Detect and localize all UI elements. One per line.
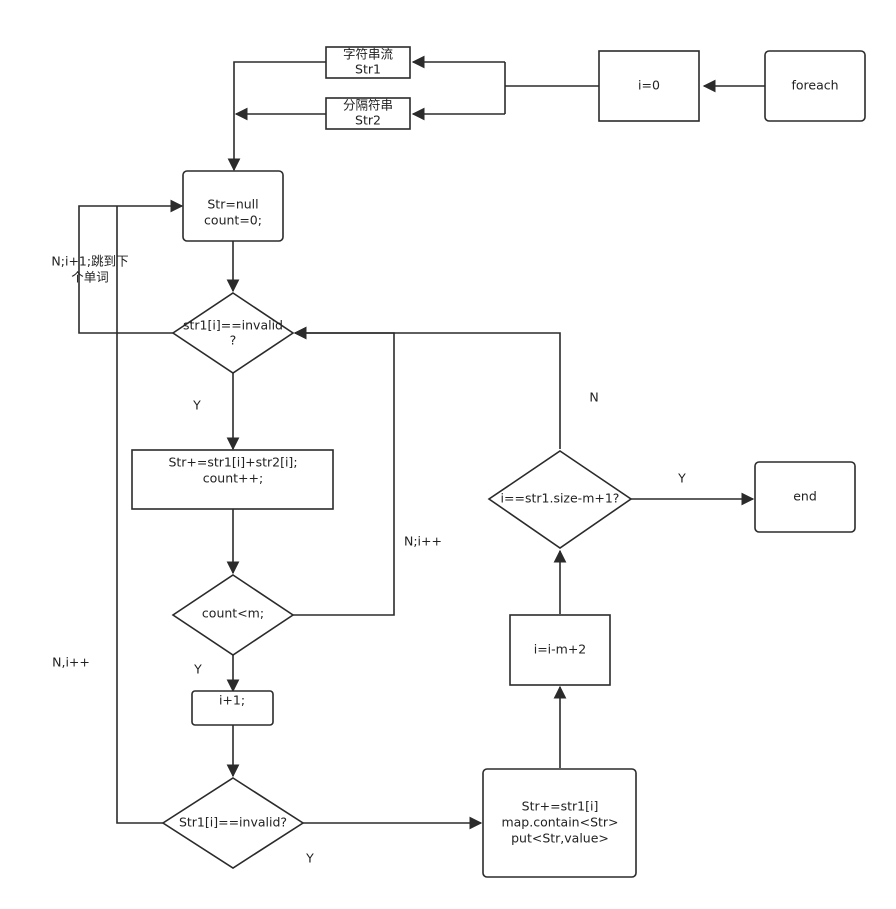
label-y-invalid: Y	[192, 398, 201, 413]
node-sep-str2-shape	[325, 97, 411, 130]
edge-str1-to-init	[227, 61, 326, 172]
label-y-end: Y	[677, 471, 686, 486]
node-stream-str1-shape	[325, 46, 411, 79]
node-inc-i-label: i+1;	[219, 693, 245, 708]
node-check-invalid2: Str1[i]==invalid?	[161, 777, 305, 869]
edges	[78, 55, 765, 830]
node-sep-str2-line2: Str2	[355, 113, 381, 128]
node-init: Str=null count=0;	[182, 170, 284, 242]
label-skip-word-line1: N;i+1;跳到下	[51, 254, 128, 269]
node-count-lt-m-label: count<m;	[202, 606, 264, 621]
edge-skip-word	[78, 199, 184, 334]
node-append-shape	[131, 449, 334, 510]
node-foreach: foreach	[764, 50, 866, 122]
node-stream-str1-line1: 字符串流	[343, 47, 394, 62]
node-i-update: i=i-m+2	[509, 614, 611, 686]
edge-end-check-no	[293, 326, 561, 449]
node-count-lt-m-shape	[171, 574, 295, 656]
node-append: Str+=str1[i]+str2[i]; count++;	[131, 449, 334, 510]
edge-labels: N;i+1;跳到下 个单词 Y N;i++ Y N,i++ Y N Y	[51, 254, 686, 866]
label-skip-word-line2: 个单词	[71, 270, 109, 285]
node-stream-str1: 字符串流 Str1	[325, 46, 411, 79]
label-y-invalid2: Y	[305, 851, 314, 866]
node-check-end-shape	[487, 450, 633, 549]
label-n-left: N,i++	[52, 655, 90, 670]
node-i0: i=0	[598, 50, 700, 122]
node-i0-shape	[598, 50, 700, 122]
node-i0-label: i=0	[638, 78, 660, 93]
node-i-update-shape	[509, 614, 611, 686]
node-check-invalid-line2: ?	[230, 333, 237, 348]
node-end-label: end	[793, 489, 817, 504]
node-check-end-label: i==str1.size-m+1?	[501, 491, 620, 506]
node-init-shape	[182, 170, 284, 242]
node-i-update-label: i=i-m+2	[534, 642, 587, 657]
node-check-invalid2-label: Str1[i]==invalid?	[179, 815, 287, 830]
node-check-end: i==str1.size-m+1?	[487, 450, 633, 549]
label-n-end: N	[589, 390, 598, 405]
node-put-map: Str+=str1[i] map.contain<Str> put<Str,va…	[482, 768, 637, 878]
node-sep-str2: 分隔符串 Str2	[325, 97, 411, 130]
node-count-lt-m: count<m;	[171, 574, 295, 656]
edge-check2-no-loop	[116, 206, 163, 824]
node-init-line2: count=0;	[204, 213, 262, 228]
node-inc-i-shape	[191, 690, 274, 726]
node-append-line1: Str+=str1[i]+str2[i];	[168, 455, 297, 470]
node-check-invalid-line1: str1[i]==invalid	[183, 318, 283, 333]
node-check-invalid: str1[i]==invalid ?	[171, 292, 295, 374]
node-init-line1: Str=null	[207, 197, 258, 212]
node-check-invalid-shape	[171, 292, 295, 374]
node-put-map-shape	[482, 768, 637, 878]
node-foreach-label: foreach	[791, 78, 838, 93]
node-put-map-line1: Str+=str1[i]	[522, 799, 599, 814]
node-put-map-line2: map.contain<Str>	[501, 815, 618, 830]
node-end: end	[754, 461, 856, 533]
node-stream-str1-line2: Str1	[355, 62, 381, 77]
node-inc-i: i+1;	[191, 690, 274, 726]
node-put-map-line3: put<Str,value>	[511, 831, 609, 846]
label-n-count: N;i++	[404, 534, 442, 549]
node-sep-str2-line1: 分隔符串	[343, 98, 393, 113]
node-foreach-shape	[764, 50, 866, 122]
node-check-invalid2-shape	[161, 777, 305, 869]
label-y-count: Y	[193, 662, 202, 677]
node-append-line2: count++;	[203, 471, 263, 486]
node-end-shape	[754, 461, 856, 533]
